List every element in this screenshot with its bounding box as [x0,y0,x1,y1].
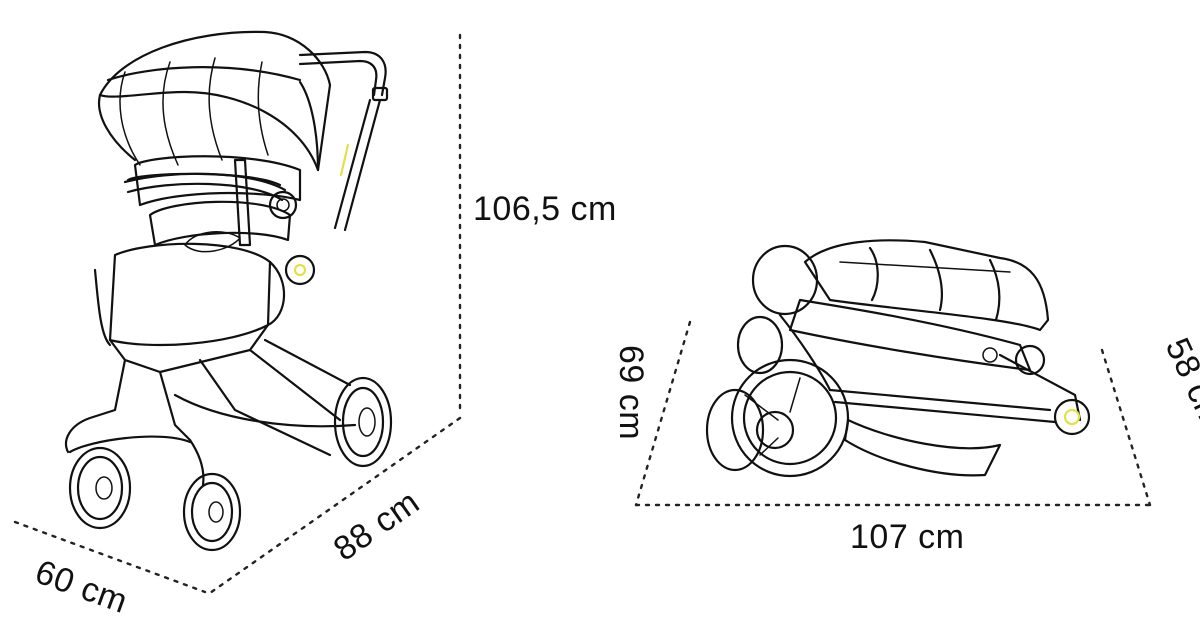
label-height-unfolded: 106,5 cm [473,190,617,228]
width-guide-line [13,520,207,594]
label-length-unfolded: 88 cm [327,483,427,569]
label-width-folded: 58 cm [1158,332,1200,434]
stroller-canopy [97,30,332,172]
label-width-unfolded: 60 cm [30,553,132,621]
rear-wheel [333,376,393,468]
folded-height-guide-line [634,320,692,507]
label-height-folded: 69 cm [612,345,650,440]
folded-stroller-drawing [705,239,1091,478]
folded-width-guide-line [1100,348,1152,507]
stroller-wheels [68,376,393,552]
folded-wheels [705,244,850,478]
label-length-folded: 107 cm [850,518,965,556]
length-guide-line [208,416,462,595]
unfolded-stroller-drawing [64,30,393,552]
stroller-seat [93,155,316,347]
front-right-wheel [182,472,242,552]
stroller-handlebar [298,50,389,232]
stroller-bumper-bar [123,172,287,202]
stroller-chassis [64,323,357,487]
front-left-wheel [68,446,132,530]
